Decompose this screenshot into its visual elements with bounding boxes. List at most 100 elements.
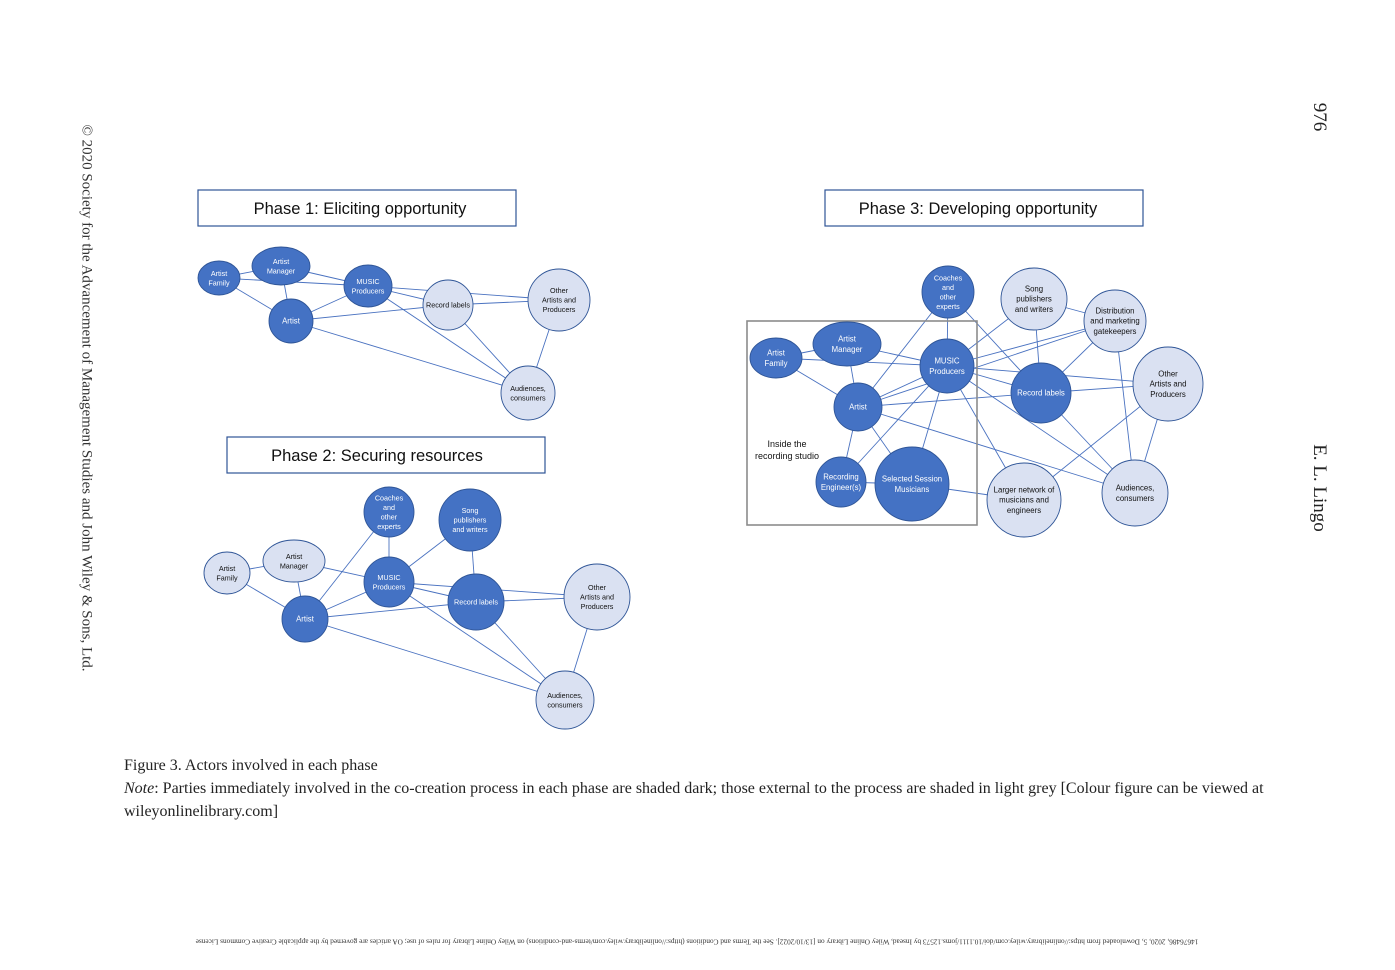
node-manager [812,321,882,367]
node-label-producers: MUSIC [377,573,400,582]
node-producers [363,556,415,608]
node-label-audiences: consumers [510,393,546,402]
node-audiences [500,365,556,421]
node-manager [251,246,311,286]
node-label-coaches: Coaches [934,273,963,282]
running-author: E. L. Lingo [1309,444,1330,532]
node-label-song: and writers [1015,305,1053,314]
page-number: 976 [1309,102,1330,132]
caption-title: Figure 3. Actors involved in each phase [124,757,378,774]
node-artist [833,382,883,432]
edge-artist-audiences [304,618,566,701]
node-label-engineers: Recording [823,473,859,482]
node-label-manager: Artist [286,552,302,561]
node-label-coaches: experts [377,522,401,531]
node-label-family: Artist [767,349,786,358]
node-label-artist: Artist [282,317,301,326]
node-session [874,446,950,522]
node-label-song: Song [462,506,479,515]
studio-label-line: Inside the [767,439,806,449]
node-family [203,551,251,595]
node-label-session: Musicians [895,485,930,494]
node-label-producers: Producers [929,367,965,376]
node-family [197,260,241,296]
phase-title-box [226,436,546,474]
node-song [438,488,502,552]
node-label-family: Family [765,359,788,368]
node-label-distribution: and marketing [1090,317,1139,326]
edge-producers-audiences [367,285,529,394]
node-labels [1010,362,1072,424]
node-labels [422,279,474,331]
node-label-coaches: and [383,503,395,512]
node-coaches [921,265,975,319]
node-label-song: publishers [1016,295,1052,304]
node-label-producers: Producers [373,582,406,591]
node-label-coaches: experts [936,302,960,311]
phase-title: Phase 2: Securing resources [271,447,483,465]
note-label: Note [124,780,155,797]
edge-producers-audiences [946,365,1136,494]
node-label-manager: Manager [267,266,296,275]
node-manager [262,539,326,583]
node-label-audiences: consumers [1116,494,1154,503]
node-label-coaches: other [381,512,398,521]
node-artist [268,298,314,344]
node-label-labels: Record labels [454,598,498,607]
figure-caption: Figure 3. Actors involved in each phase … [124,754,1299,823]
node-label-family: Artist [219,564,235,573]
node-label-coaches: and [942,283,954,292]
edge-artist-labels [304,601,477,620]
node-others [563,563,631,631]
edge-producers-audiences [388,581,566,701]
node-label-network: engineers [1007,506,1041,515]
node-label-song: and writers [452,525,488,534]
node-label-others: Other [1158,369,1178,378]
node-family [749,337,803,379]
node-others [1132,346,1204,422]
node-labels [447,573,505,631]
node-label-manager: Manager [832,345,863,354]
node-label-others: Other [550,286,569,295]
node-label-audiences: Audiences, [510,384,546,393]
node-distribution [1083,289,1147,353]
node-label-family: Family [208,278,230,287]
node-coaches [363,486,415,538]
node-label-manager: Manager [280,561,309,570]
node-label-others: Producers [581,602,614,611]
node-label-producers: Producers [352,286,385,295]
node-audiences [535,670,595,730]
node-label-distribution: Distribution [1096,306,1135,315]
node-label-coaches: Coaches [375,493,404,502]
edge-artist-labels [290,304,449,322]
node-label-coaches: other [940,292,957,301]
studio-label-line: recording studio [755,451,819,461]
node-label-manager: Artist [838,335,857,344]
edge-artist-audiences [290,320,529,394]
frames-layer [197,189,1144,526]
node-label-artist: Artist [296,615,315,624]
node-label-others: Artists and [542,296,576,305]
phase-title-box [197,189,517,227]
node-audiences [1101,459,1169,527]
edge-artist-audiences [857,406,1136,494]
node-others [527,268,591,332]
edge-artist-labels [857,392,1042,408]
node-label-others: Producers [543,305,576,314]
phase-title: Phase 1: Eliciting opportunity [254,200,468,218]
node-label-manager: Artist [273,257,289,266]
node-network [986,462,1062,538]
node-label-others: Other [588,583,607,592]
node-label-others: Artists and [1150,380,1187,389]
node-engineers [815,456,867,508]
nodes-layer [197,246,1204,730]
phase-title: Phase 3: Developing opportunity [859,200,1098,218]
node-label-others: Artists and [580,593,614,602]
copyright-sidebar: © 2020 Society for the Advancement of Ma… [78,124,95,672]
node-label-network: musicians and [999,496,1049,505]
node-label-family: Family [216,573,238,582]
node-song [1000,267,1068,331]
node-label-distribution: gatekeepers [1094,327,1137,336]
node-label-labels: Record labels [1017,389,1065,398]
